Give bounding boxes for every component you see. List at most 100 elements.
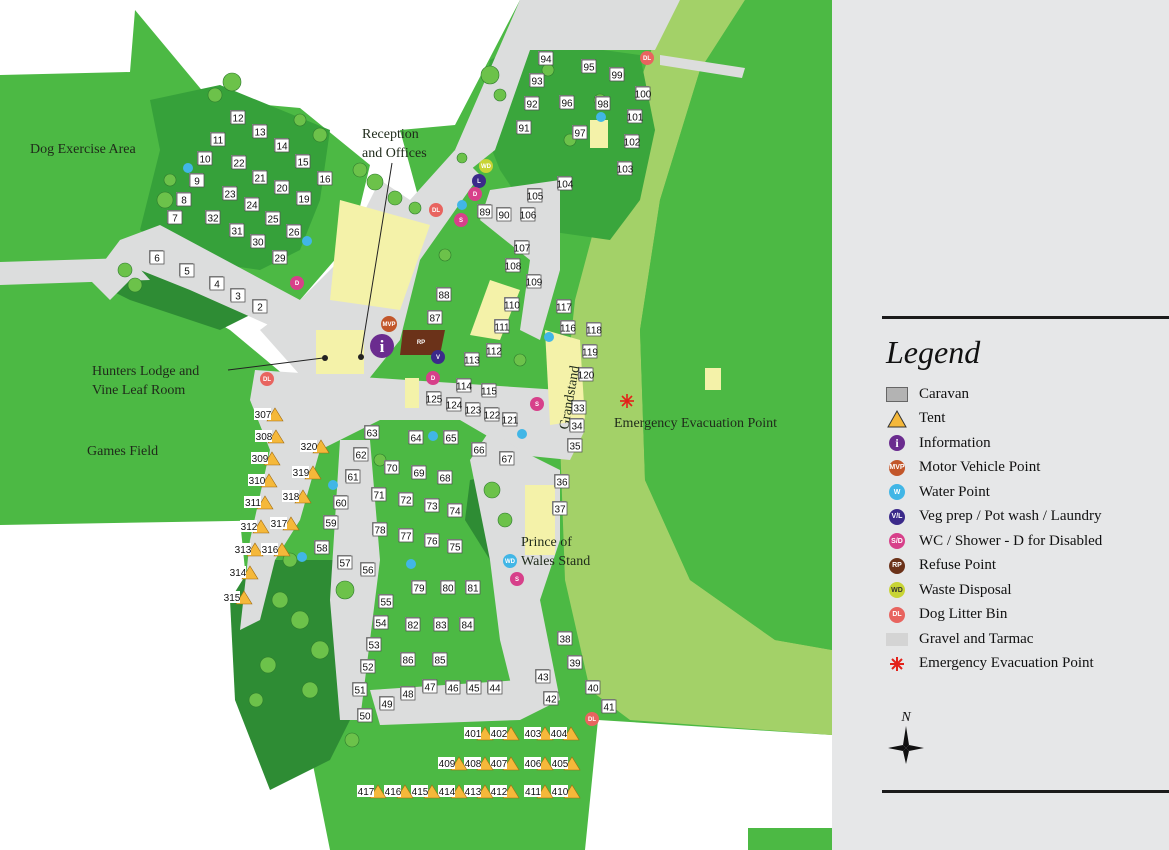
tent-pitch-313[interactable]: 313 xyxy=(234,542,264,557)
caravan-pitch-51[interactable]: 51 xyxy=(351,681,368,697)
caravan-pitch-89[interactable]: 89 xyxy=(476,203,493,219)
caravan-pitch-61[interactable]: 61 xyxy=(344,468,361,484)
caravan-pitch-55[interactable]: 55 xyxy=(377,593,394,609)
tent-pitch-411[interactable]: 411 xyxy=(524,784,554,799)
caravan-pitch-103[interactable]: 103 xyxy=(616,160,634,176)
caravan-pitch-11[interactable]: 11 xyxy=(209,131,226,147)
caravan-pitch-98[interactable]: 98 xyxy=(594,95,611,111)
caravan-pitch-112[interactable]: 112 xyxy=(485,342,502,358)
caravan-pitch-101[interactable]: 101 xyxy=(626,108,644,124)
caravan-pitch-78[interactable]: 78 xyxy=(371,521,388,537)
caravan-pitch-31[interactable]: 31 xyxy=(228,222,245,238)
caravan-pitch-46[interactable]: 46 xyxy=(444,679,461,695)
caravan-pitch-47[interactable]: 47 xyxy=(421,678,438,694)
caravan-pitch-4[interactable]: 4 xyxy=(208,275,225,291)
caravan-pitch-33[interactable]: 33 xyxy=(570,399,587,415)
caravan-pitch-53[interactable]: 53 xyxy=(365,636,382,652)
caravan-pitch-30[interactable]: 30 xyxy=(249,233,266,249)
caravan-pitch-109[interactable]: 109 xyxy=(525,273,543,289)
caravan-pitch-48[interactable]: 48 xyxy=(399,685,416,701)
caravan-pitch-105[interactable]: 105 xyxy=(526,187,544,203)
caravan-pitch-7[interactable]: 7 xyxy=(166,209,183,225)
tent-pitch-406[interactable]: 406 xyxy=(524,756,554,771)
caravan-pitch-76[interactable]: 76 xyxy=(423,532,440,548)
caravan-pitch-3[interactable]: 3 xyxy=(229,287,246,303)
caravan-pitch-91[interactable]: 91 xyxy=(515,119,532,135)
caravan-pitch-104[interactable]: 104 xyxy=(556,175,574,191)
caravan-pitch-21[interactable]: 21 xyxy=(251,169,268,185)
caravan-pitch-5[interactable]: 5 xyxy=(178,262,195,278)
caravan-pitch-84[interactable]: 84 xyxy=(458,616,475,632)
caravan-pitch-81[interactable]: 81 xyxy=(464,579,481,595)
caravan-pitch-62[interactable]: 62 xyxy=(352,446,369,462)
caravan-pitch-34[interactable]: 34 xyxy=(568,417,585,433)
caravan-pitch-56[interactable]: 56 xyxy=(359,561,376,577)
caravan-pitch-2[interactable]: 2 xyxy=(251,298,268,314)
tent-pitch-307[interactable]: 307 xyxy=(254,407,284,422)
caravan-pitch-100[interactable]: 100 xyxy=(634,85,652,101)
tent-pitch-320[interactable]: 320 xyxy=(300,439,330,454)
tent-pitch-417[interactable]: 417 xyxy=(357,784,387,799)
caravan-pitch-107[interactable]: 107 xyxy=(513,239,531,255)
tent-pitch-314[interactable]: 314 xyxy=(229,565,259,580)
caravan-pitch-114[interactable]: 114 xyxy=(455,377,472,393)
caravan-pitch-96[interactable]: 96 xyxy=(558,94,575,110)
tent-pitch-317[interactable]: 317 xyxy=(270,516,300,531)
tent-pitch-309[interactable]: 309 xyxy=(251,451,281,466)
caravan-pitch-80[interactable]: 80 xyxy=(439,579,456,595)
caravan-pitch-41[interactable]: 41 xyxy=(600,698,617,714)
tent-pitch-405[interactable]: 405 xyxy=(551,756,581,771)
caravan-pitch-108[interactable]: 108 xyxy=(504,257,522,273)
caravan-pitch-49[interactable]: 49 xyxy=(378,695,395,711)
caravan-pitch-102[interactable]: 102 xyxy=(623,133,641,149)
caravan-pitch-87[interactable]: 87 xyxy=(426,309,443,325)
caravan-pitch-60[interactable]: 60 xyxy=(332,494,349,510)
caravan-pitch-20[interactable]: 20 xyxy=(273,179,290,195)
caravan-pitch-13[interactable]: 13 xyxy=(251,123,268,139)
tent-pitch-308[interactable]: 308 xyxy=(255,429,285,444)
caravan-pitch-36[interactable]: 36 xyxy=(553,473,570,489)
caravan-pitch-9[interactable]: 9 xyxy=(188,172,205,188)
caravan-pitch-32[interactable]: 32 xyxy=(204,209,221,225)
tent-pitch-409[interactable]: 409 xyxy=(438,756,468,771)
caravan-pitch-43[interactable]: 43 xyxy=(534,668,551,684)
caravan-pitch-115[interactable]: 115 xyxy=(480,382,497,398)
caravan-pitch-67[interactable]: 67 xyxy=(498,450,515,466)
caravan-pitch-116[interactable]: 116 xyxy=(559,319,576,335)
caravan-pitch-63[interactable]: 63 xyxy=(363,424,380,440)
caravan-pitch-124[interactable]: 124 xyxy=(445,396,463,412)
caravan-pitch-42[interactable]: 42 xyxy=(542,690,559,706)
caravan-pitch-22[interactable]: 22 xyxy=(230,154,247,170)
caravan-pitch-57[interactable]: 57 xyxy=(336,554,353,570)
caravan-pitch-92[interactable]: 92 xyxy=(523,95,540,111)
caravan-pitch-125[interactable]: 125 xyxy=(425,390,443,406)
caravan-pitch-94[interactable]: 94 xyxy=(537,50,554,66)
caravan-pitch-119[interactable]: 119 xyxy=(581,343,598,359)
caravan-pitch-88[interactable]: 88 xyxy=(435,286,452,302)
caravan-pitch-113[interactable]: 113 xyxy=(463,351,480,367)
caravan-pitch-82[interactable]: 82 xyxy=(404,616,421,632)
caravan-pitch-50[interactable]: 50 xyxy=(356,707,373,723)
caravan-pitch-44[interactable]: 44 xyxy=(486,679,503,695)
caravan-pitch-97[interactable]: 97 xyxy=(571,124,588,140)
caravan-pitch-73[interactable]: 73 xyxy=(423,497,440,513)
caravan-pitch-77[interactable]: 77 xyxy=(397,527,414,543)
caravan-pitch-93[interactable]: 93 xyxy=(528,72,545,88)
caravan-pitch-59[interactable]: 59 xyxy=(322,514,339,530)
caravan-pitch-71[interactable]: 71 xyxy=(370,486,387,502)
caravan-pitch-83[interactable]: 83 xyxy=(432,616,449,632)
caravan-pitch-95[interactable]: 95 xyxy=(580,58,597,74)
information-icon[interactable] xyxy=(370,334,394,358)
caravan-pitch-70[interactable]: 70 xyxy=(383,459,400,475)
caravan-pitch-74[interactable]: 74 xyxy=(446,502,463,518)
tent-pitch-319[interactable]: 319 xyxy=(292,465,322,480)
tent-pitch-408[interactable]: 408 xyxy=(464,756,494,771)
caravan-pitch-118[interactable]: 118 xyxy=(585,321,602,337)
caravan-pitch-29[interactable]: 29 xyxy=(271,249,288,265)
tent-pitch-310[interactable]: 310 xyxy=(248,473,278,488)
caravan-pitch-121[interactable]: 121 xyxy=(501,411,519,427)
caravan-pitch-37[interactable]: 37 xyxy=(551,500,568,516)
tent-pitch-315[interactable]: 315 xyxy=(223,590,253,605)
caravan-pitch-99[interactable]: 99 xyxy=(608,66,625,82)
tent-pitch-401[interactable]: 401 xyxy=(464,726,494,741)
